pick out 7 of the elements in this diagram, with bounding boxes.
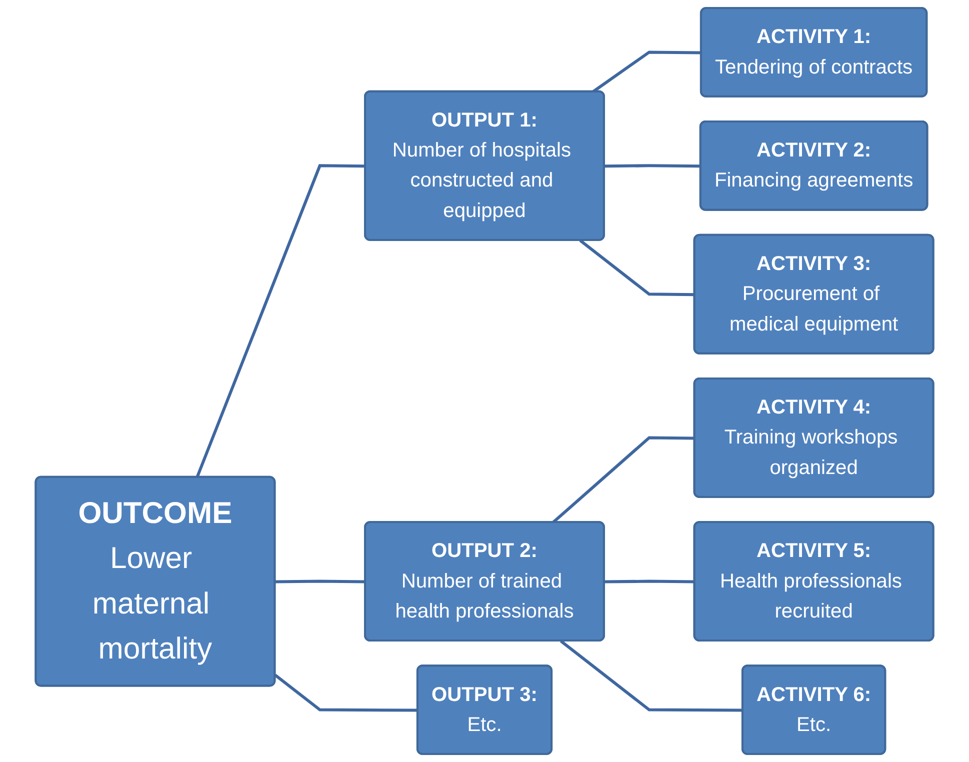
connector <box>560 640 743 712</box>
connector <box>604 164 701 168</box>
connector <box>274 674 418 712</box>
connector <box>579 239 695 296</box>
connector <box>275 580 366 584</box>
connector <box>196 164 366 478</box>
connector <box>604 580 695 584</box>
